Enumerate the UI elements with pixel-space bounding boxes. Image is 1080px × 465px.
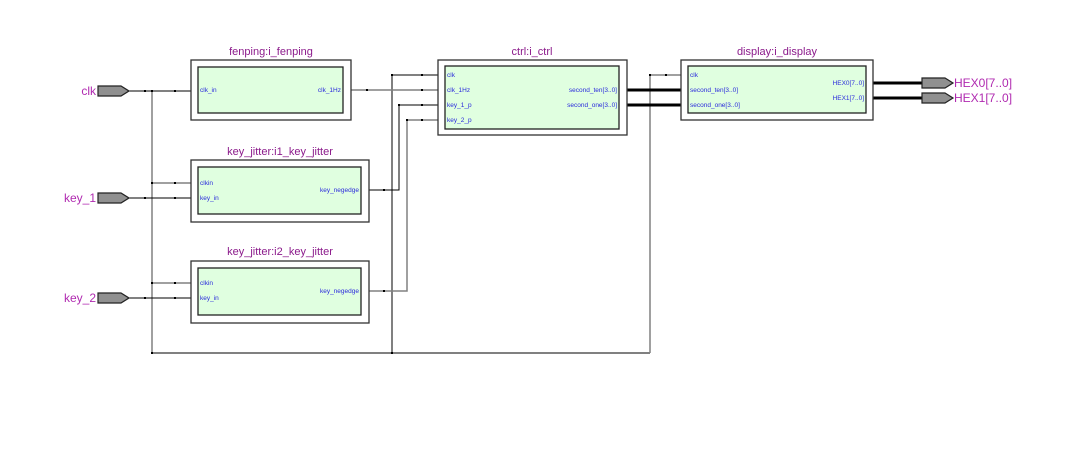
junction-dot [665, 74, 667, 76]
module-title: ctrl:i_ctrl [512, 46, 553, 58]
junction-dot [151, 352, 153, 354]
junction-dot [421, 89, 423, 91]
module-inner-box [197, 267, 362, 316]
junction-dot [398, 104, 400, 106]
port-key-negedge: key_negedge [320, 187, 359, 194]
junction-dot [151, 282, 153, 284]
junction-dot [665, 89, 667, 91]
junction-dot [391, 352, 393, 354]
input-pin-icon [97, 292, 131, 304]
port-hex1: HEX1[7..0] [833, 95, 865, 102]
junction-dot [383, 189, 385, 191]
port-second-ten: second_ten[3..0] [690, 87, 738, 94]
port-second-one: second_one[3..0] [690, 102, 740, 109]
junction-dot [642, 89, 644, 91]
junction-dot [888, 97, 890, 99]
junction-dot [421, 74, 423, 76]
output-pin-icon [921, 92, 955, 104]
junction-dot [383, 290, 385, 292]
module-inner-box [197, 166, 362, 215]
junction-dot [174, 90, 176, 92]
junction-dot [174, 297, 176, 299]
junction-dot [649, 74, 651, 76]
module-inner-box [444, 65, 620, 130]
port-clk: clk [690, 72, 699, 79]
module-title: key_jitter:i2_key_jitter [227, 246, 333, 258]
port-clk-1hz: clk_1Hz [318, 87, 341, 94]
input-pin-key1[interactable]: key_1 [64, 191, 131, 205]
module-ctrl[interactable]: ctrl:i_ctrl clk clk_1Hz key_1_p key_2_p … [437, 46, 628, 136]
junction-dot [642, 104, 644, 106]
junction-dot [903, 82, 905, 84]
junction-dot [151, 182, 153, 184]
module-key-jitter-1[interactable]: key_jitter:i1_key_jitter clkin key_in ke… [190, 146, 370, 223]
port-key-in: key_in [200, 295, 219, 302]
input-pin-key2[interactable]: key_2 [64, 291, 131, 305]
junction-dot [391, 74, 393, 76]
junction-dot [421, 119, 423, 121]
junction-dot [174, 282, 176, 284]
junction-dot [665, 104, 667, 106]
junction-dot [151, 90, 153, 92]
junction-dots [144, 74, 905, 354]
junction-dot [366, 89, 368, 91]
module-inner-box [687, 65, 867, 114]
module-title: key_jitter:i1_key_jitter [227, 146, 333, 158]
junction-dot [406, 119, 408, 121]
pin-label-key2: key_2 [64, 291, 96, 305]
port-second-one: second_one[3..0] [567, 102, 617, 109]
port-key-2-p: key_2_p [447, 117, 472, 124]
port-clk-in: clk_in [200, 87, 217, 94]
module-key-jitter-2[interactable]: key_jitter:i2_key_jitter clkin key_in ke… [190, 246, 370, 324]
module-title: display:i_display [737, 46, 818, 58]
pin-label-hex0: HEX0[7..0] [954, 76, 1012, 90]
port-hex0: HEX0[7..0] [833, 80, 865, 87]
output-pin-icon [921, 77, 955, 89]
port-key-negedge: key_negedge [320, 288, 359, 295]
junction-dot [888, 82, 890, 84]
junction-dot [903, 97, 905, 99]
junction-dot [144, 90, 146, 92]
port-clkin: clkin [200, 180, 213, 187]
input-pin-icon [97, 192, 131, 204]
module-title: fenping:i_fenping [229, 46, 313, 58]
port-clk-1hz: clk_1Hz [447, 87, 470, 94]
input-pin-clk[interactable]: clk [81, 84, 131, 98]
wire-key1-negedge[interactable] [369, 104, 438, 191]
port-clk: clk [447, 72, 456, 79]
port-second-ten: second_ten[3..0] [569, 87, 617, 94]
output-pin-hex0[interactable]: HEX0[7..0] [921, 76, 1012, 90]
junction-dot [174, 182, 176, 184]
module-inner-box [197, 66, 344, 114]
junction-dot [421, 104, 423, 106]
port-key-1-p: key_1_p [447, 102, 472, 109]
port-clkin: clkin [200, 280, 213, 287]
output-pin-hex1[interactable]: HEX1[7..0] [921, 91, 1012, 105]
junction-dot [144, 297, 146, 299]
pin-label-hex1: HEX1[7..0] [954, 91, 1012, 105]
pin-label-key1: key_1 [64, 191, 96, 205]
pin-label-clk: clk [81, 84, 97, 98]
input-pin-icon [97, 85, 131, 97]
module-fenping[interactable]: fenping:i_fenping clk_in clk_1Hz [190, 46, 352, 121]
port-key-in: key_in [200, 195, 219, 202]
module-display[interactable]: display:i_display clk second_ten[3..0] s… [680, 46, 874, 121]
junction-dot [144, 197, 146, 199]
wire-key2-negedge[interactable] [369, 119, 438, 292]
junction-dot [174, 197, 176, 199]
